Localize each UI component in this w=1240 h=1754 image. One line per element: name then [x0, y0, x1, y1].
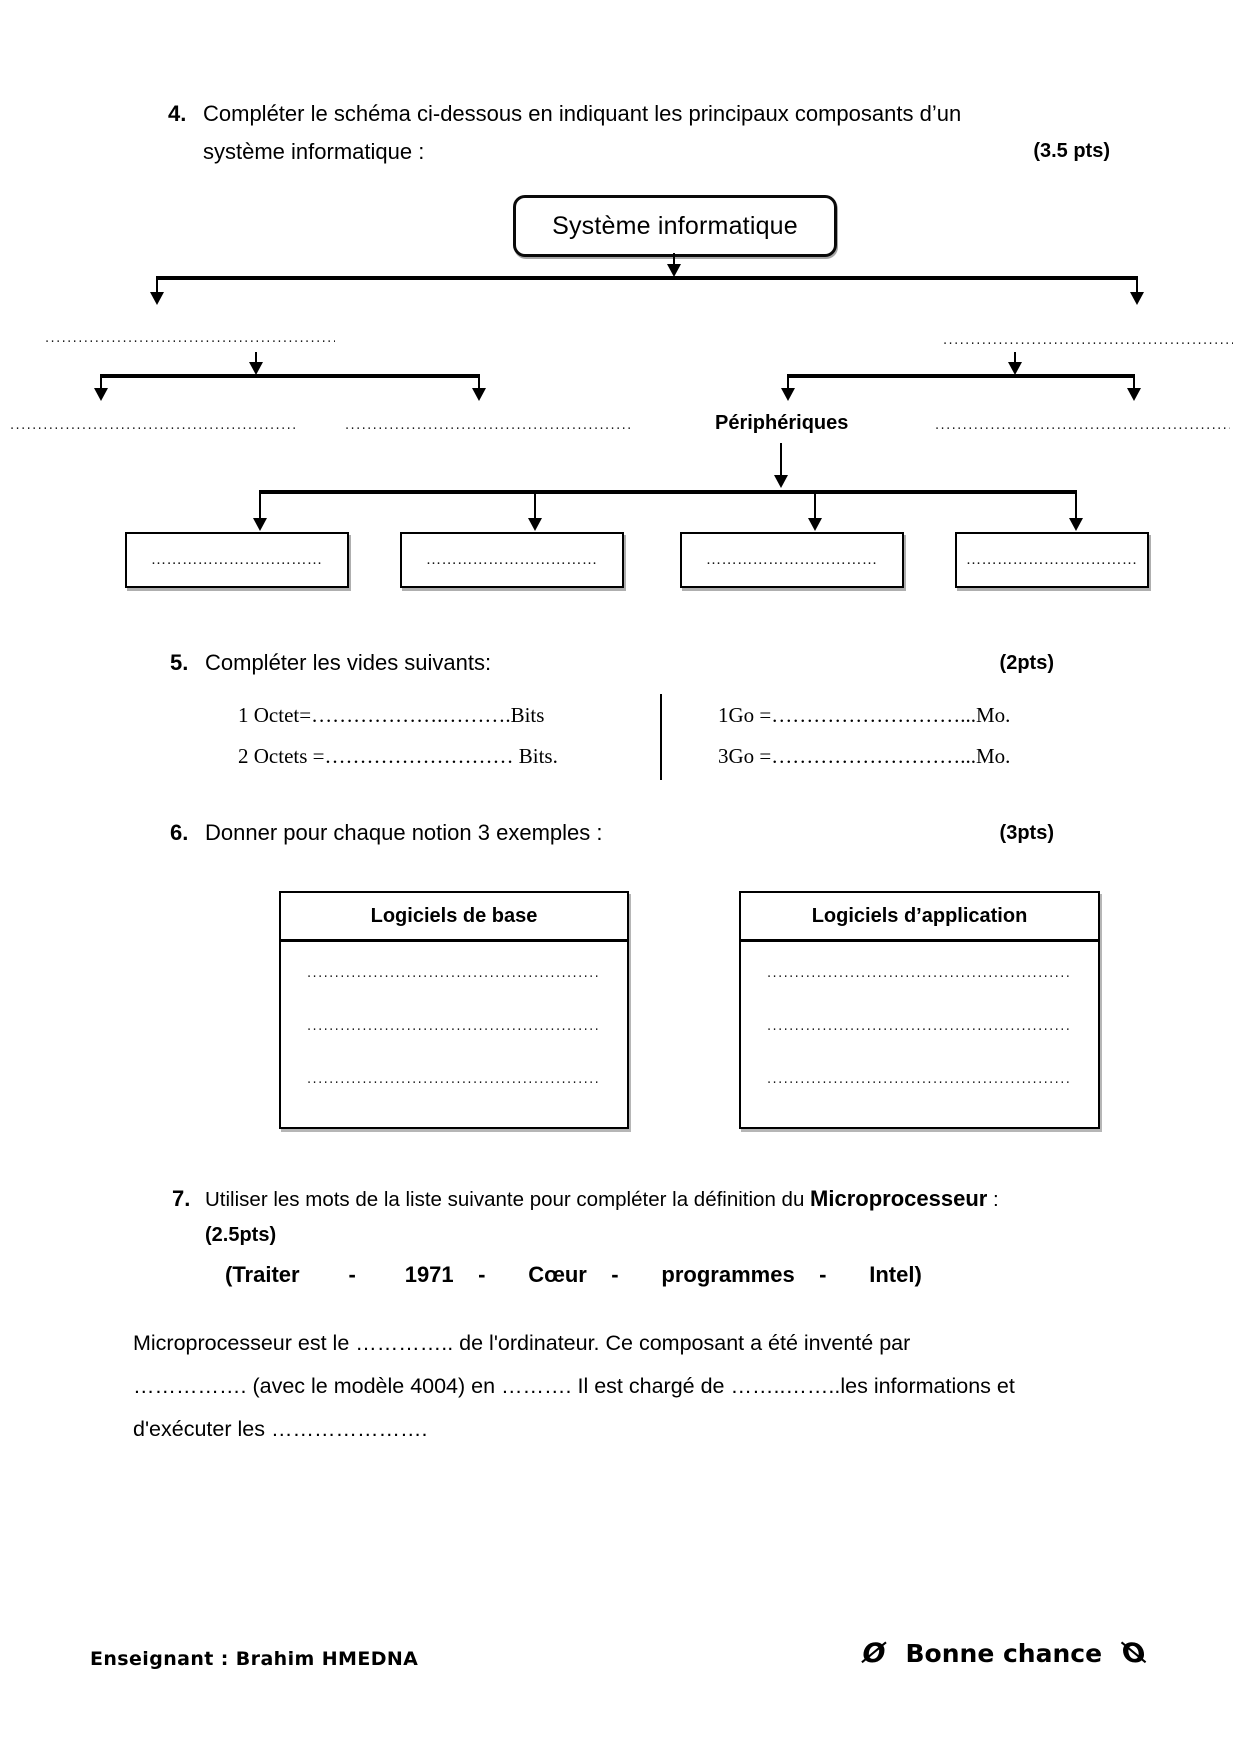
leaf-box-3: ……………………………………………………: [680, 532, 904, 588]
leaf-box-4: ……………………………………………………: [955, 532, 1149, 588]
column-divider: [660, 694, 662, 780]
question-6-text: Donner pour chaque notion 3 exemples :: [205, 820, 603, 845]
question-5-number: 5.: [170, 650, 189, 675]
arrow-down-icon: [94, 388, 108, 401]
q6-table-logiciels-de-base: Logiciels de base ......................…: [279, 891, 629, 1129]
arrow-down-icon: [528, 518, 542, 531]
q7-paragraph: Microprocesseur est le ………….. de l'ordin…: [133, 1322, 1015, 1451]
connector-line: [1014, 352, 1016, 364]
connector-line: [156, 280, 158, 294]
leaf-box-1: ……………………………………………………: [125, 532, 349, 588]
question-7-number: 7.: [172, 1186, 191, 1211]
q6-blank-row: ........................................…: [767, 1072, 1072, 1087]
ornament-icon: Ø: [1122, 1638, 1145, 1669]
connector-line: [780, 443, 782, 477]
blank-line-level2-b: ........................................…: [345, 418, 630, 433]
q7-paragraph-line-3: d'exécuter les ………………….: [133, 1417, 428, 1441]
q6-blank-row: ........................................…: [307, 966, 601, 981]
blank-line-leaf-4: ……………………………………………………: [966, 551, 1138, 568]
connector-line: [673, 253, 675, 266]
arrow-down-icon: [1069, 518, 1083, 531]
question-5-points: (2pts): [999, 652, 1054, 674]
level2-right-bar: [787, 374, 1135, 378]
blank-line-leaf-3: ……………………………………………………: [706, 551, 878, 568]
q6-blank-row: ........................................…: [307, 1019, 601, 1034]
q5-blank-row-octet-1: 1 Octet=……………….……….Bits: [238, 703, 545, 727]
connector-line: [1075, 494, 1077, 520]
q7-paragraph-line-1: Microprocesseur est le ………….. de l'ordin…: [133, 1331, 911, 1355]
good-luck-message: Ø Bonne chance Ø: [863, 1638, 1145, 1669]
question-4-text-line-2: système informatique :: [203, 139, 425, 164]
system-informatique-root-box: Système informatique: [513, 195, 837, 257]
ornament-icon: Ø: [862, 1638, 886, 1669]
q7-word-bank: (Traiter - 1971 - Cœur - programmes - In…: [225, 1262, 922, 1287]
question-6-number: 6.: [170, 820, 189, 845]
leaf-box-2: ……………………………………………………: [400, 532, 624, 588]
arrow-down-icon: [1008, 362, 1022, 375]
table-header: Logiciels de base: [281, 893, 627, 942]
connector-line: [100, 378, 102, 390]
question-7-text-suffix: :: [987, 1188, 999, 1211]
question-7-text: Utiliser les mots de la liste suivante p…: [205, 1186, 999, 1212]
level1-bar: [156, 276, 1138, 280]
connector-line: [814, 494, 816, 520]
arrow-down-icon: [472, 388, 486, 401]
q6-table-logiciels-application: Logiciels d’application ................…: [739, 891, 1100, 1129]
blank-line-leaf-2: ……………………………………………………: [426, 551, 598, 568]
arrow-down-icon: [808, 518, 822, 531]
connector-line: [1133, 378, 1135, 390]
arrow-down-icon: [774, 475, 788, 488]
question-6-points: (3pts): [999, 822, 1054, 844]
connector-line: [1136, 280, 1138, 294]
arrow-down-icon: [249, 362, 263, 375]
question-7-text-prefix: Utiliser les mots de la liste suivante p…: [205, 1188, 811, 1211]
blank-line-level2-c: ........................................…: [935, 418, 1230, 433]
q5-blank-row-go-1: 1Go =………………………...Mo.: [718, 703, 1011, 727]
arrow-down-icon: [781, 388, 795, 401]
question-5-text: Compléter les vides suivants:: [205, 650, 492, 675]
level2-left-bar: [100, 374, 480, 378]
connector-line: [478, 378, 480, 390]
arrow-down-icon: [150, 292, 164, 305]
teacher-name: Enseignant : Brahim HMEDNA: [90, 1648, 419, 1670]
peripheriques-label: Périphériques: [715, 412, 849, 434]
question-4-points: (3.5 pts): [1033, 140, 1110, 162]
level3-bar: [259, 490, 1077, 494]
q6-blank-row: ........................................…: [307, 1072, 601, 1087]
question-7-points: (2.5pts): [205, 1224, 277, 1246]
connector-line: [534, 494, 536, 520]
q6-blank-row: ........................................…: [767, 966, 1072, 981]
arrow-down-icon: [253, 518, 267, 531]
q6-blank-row: ........................................…: [767, 1019, 1072, 1034]
table-header: Logiciels d’application: [741, 893, 1098, 942]
arrow-down-icon: [1127, 388, 1141, 401]
q7-paragraph-line-2: ……………. (avec le modèle 4004) en ………. Il …: [133, 1374, 1015, 1398]
q5-blank-row-octet-2: 2 Octets =……………………… Bits.: [238, 744, 558, 768]
connector-line: [259, 494, 261, 520]
blank-line-leaf-1: ……………………………………………………: [151, 551, 323, 568]
arrow-down-icon: [667, 264, 681, 277]
question-4-number: 4.: [168, 101, 187, 126]
good-luck-text: Bonne chance: [905, 1639, 1103, 1668]
question-7-keyword: Microprocesseur: [810, 1186, 988, 1211]
blank-line-software: ........................................…: [943, 333, 1233, 348]
blank-line-hardware: ........................................…: [45, 331, 335, 346]
connector-line: [255, 352, 257, 364]
q5-blank-row-go-3: 3Go =………………………...Mo.: [718, 744, 1011, 768]
connector-line: [787, 378, 789, 390]
question-4-text-line-1: Compléter le schéma ci-dessous en indiqu…: [203, 101, 962, 126]
blank-line-level2-a: ........................................…: [10, 418, 295, 433]
arrow-down-icon: [1130, 292, 1144, 305]
